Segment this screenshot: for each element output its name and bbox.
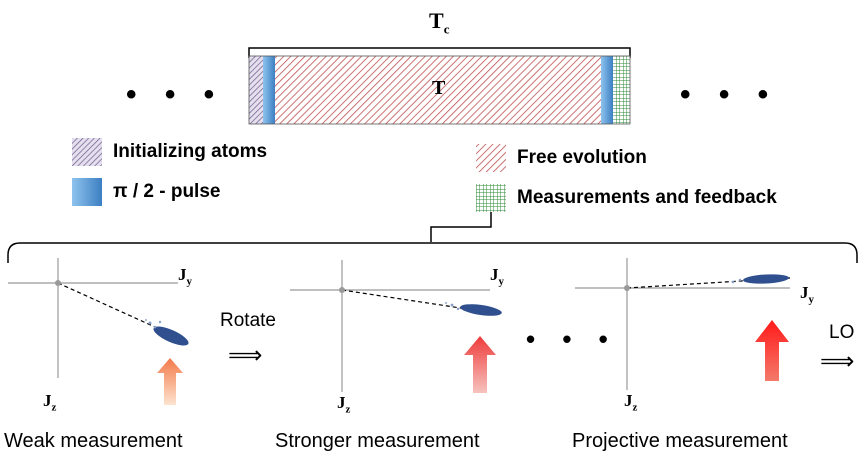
pulse-segment-start xyxy=(263,56,275,124)
caption-weak: Weak measurement xyxy=(4,430,183,452)
middle-ellipsis: • • • xyxy=(526,324,618,354)
pulse-segment-end xyxy=(601,56,613,124)
feedback-arrow xyxy=(755,320,789,381)
lo-label: LO xyxy=(829,322,855,343)
rotate-arrow: ⟹ xyxy=(228,342,263,369)
caption-stronger: Stronger measurement xyxy=(275,430,480,452)
caption-projective: Projective measurement xyxy=(572,430,788,452)
legend-free-swatch xyxy=(476,144,506,172)
legend-free-label: Free evolution xyxy=(517,147,647,168)
spin-cloud xyxy=(460,304,502,316)
panel-projective xyxy=(575,258,791,390)
timeline-bar xyxy=(248,55,631,125)
legend-measure-label: Measurements and feedback xyxy=(517,187,777,208)
jy-label: Jy xyxy=(178,265,192,288)
origin-marker xyxy=(624,285,630,291)
spin-direction-line xyxy=(57,282,189,343)
jz-label: Jz xyxy=(43,391,57,414)
legend-pulse-swatch xyxy=(72,178,102,206)
jy-label: Jy xyxy=(490,265,504,288)
lo-arrow: ⟹ xyxy=(820,348,855,375)
init-segment xyxy=(249,56,263,124)
zoom-bracket xyxy=(7,242,858,263)
legend-pulse-label: π / 2 - pulse xyxy=(113,181,221,202)
left-ellipsis: • • • xyxy=(126,78,225,111)
jy-label: Jy xyxy=(800,283,814,306)
legend-init-label: Initializing atoms xyxy=(113,141,268,162)
spin-cloud xyxy=(153,326,189,346)
feedback-arrow xyxy=(464,336,496,393)
period-label: T xyxy=(432,77,446,99)
cycle-bracket xyxy=(248,47,631,58)
rotate-label: Rotate xyxy=(220,310,276,331)
measurement-segment xyxy=(613,56,630,124)
right-ellipsis: • • • xyxy=(680,78,779,111)
cycle-label: Tc xyxy=(429,8,450,37)
legend-init-swatch xyxy=(72,138,102,166)
zoom-connector xyxy=(430,212,492,242)
origin-marker xyxy=(55,280,61,286)
origin-marker xyxy=(339,287,345,293)
jz-label: Jz xyxy=(624,391,638,414)
panel-weak xyxy=(8,258,189,405)
spin-cloud xyxy=(743,274,789,284)
panel-stronger xyxy=(290,260,502,393)
feedback-arrow xyxy=(157,358,183,405)
legend-measure-swatch xyxy=(476,184,506,212)
jz-label: Jz xyxy=(337,393,351,416)
free-evolution-segment xyxy=(249,56,630,124)
